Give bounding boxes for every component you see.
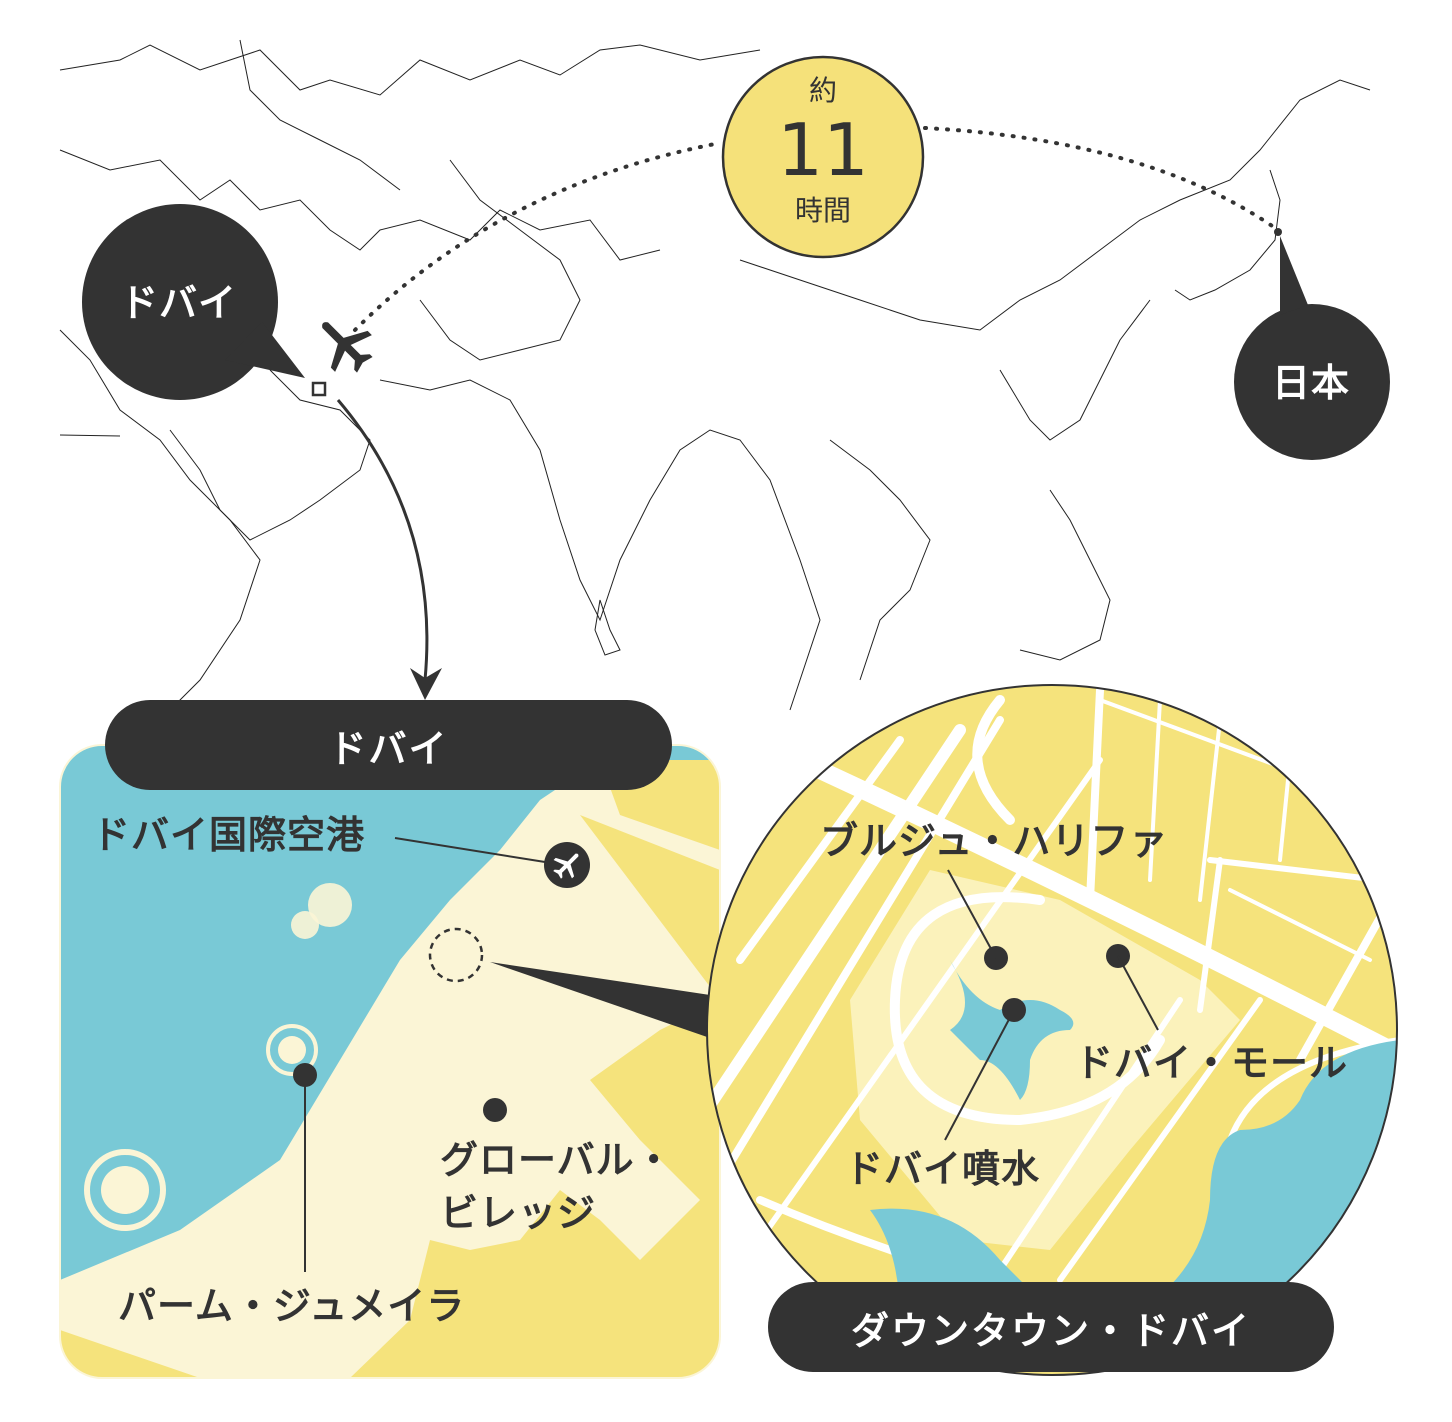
flight-time-hours: 11: [777, 108, 869, 192]
destination-label: 日本: [1272, 361, 1351, 405]
world-map-outline: [59, 39, 1371, 721]
zoom-arrow: [336, 399, 429, 681]
flight-time-unit: 時間: [794, 194, 851, 227]
zoom-arrowhead: [410, 668, 442, 700]
airport-plane-icon: [553, 853, 579, 879]
plane-icon: [322, 322, 373, 373]
dubai-bubble-pointer: [225, 322, 305, 378]
global-village-marker: [483, 1098, 507, 1122]
japan-bubble-pointer: [1280, 236, 1308, 315]
zoom-pointer: [490, 962, 710, 1038]
flight-time-circle: [721, 55, 925, 259]
dubai-bubble: [82, 204, 278, 400]
flight-time-prefix: 約: [808, 74, 837, 107]
palm-jumeirah-shape: [84, 883, 352, 1231]
downtown-map: [707, 685, 1397, 1375]
downtown-panel-title: ダウンタウン・ドバイ: [768, 1282, 1334, 1372]
airport-label: ドバイ国際空港: [92, 813, 366, 857]
airport-leader-line: [394, 837, 546, 863]
dubai-panel-title: ドバイ: [105, 700, 672, 790]
japan-bubble: [1234, 304, 1390, 460]
flight-path-2: [923, 126, 1280, 232]
flight-path: [353, 141, 722, 332]
origin-label: ドバイ: [120, 281, 238, 325]
palm-jumeirah-label: パーム・ジュメイラ: [118, 1284, 466, 1328]
dubai-mall-label: ドバイ・モール: [1075, 1041, 1349, 1085]
dubai-location-marker: [311, 381, 327, 397]
global-village-label-2: ビレッジ: [440, 1191, 597, 1235]
fountain-lake: [950, 960, 1074, 1100]
japan-location-dot: [1274, 228, 1282, 236]
burj-khalifa-label: ブルジュ・ハリファ: [820, 819, 1169, 863]
dubai-map: [60, 745, 720, 1378]
downtown-area-marker: [428, 927, 484, 983]
dubai-fountain-label: ドバイ噴水: [845, 1147, 1041, 1191]
global-village-label-1: グローバル・: [440, 1138, 674, 1182]
